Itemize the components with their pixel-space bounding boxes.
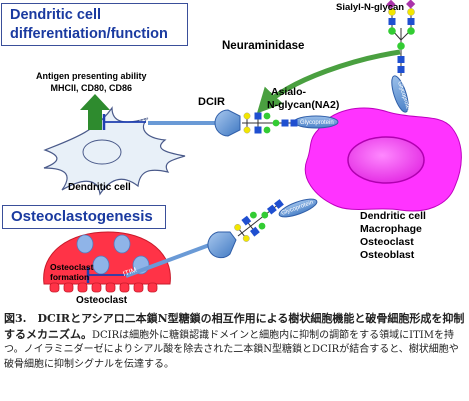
target-cell-item: Osteoblast <box>360 249 415 261</box>
antigen-ability-label: Antigen presenting ability MHCII, CD80, … <box>36 70 147 94</box>
dendritic-cell-label: Dendritic cell <box>68 182 131 193</box>
caption-head: 図3. DCIRとアシアロ二本鎖N型糖鎖の相互作用による樹状細胞機能と破骨細胞形… <box>4 312 465 341</box>
title-osteoclastogenesis: Osteoclastogenesis <box>2 205 166 229</box>
title-dc-function: Dendritic cell differentiation/function <box>1 3 188 46</box>
antigen-line2: MHCII, CD80, CD86 <box>50 83 133 93</box>
sialyl-glycan-tree <box>386 0 416 76</box>
target-cell-nucleus <box>347 136 425 184</box>
dcir-receptor-top <box>214 109 241 137</box>
target-cell-item: Macrophage <box>360 223 422 235</box>
up-arrow-icon <box>80 94 110 130</box>
dcir-receptor-bottom <box>207 231 237 259</box>
antigen-line1: Antigen presenting ability <box>36 71 147 81</box>
asialo-line2: N-glycan(NA2) <box>267 99 340 111</box>
osteoclast-label: Osteoclast <box>76 295 128 306</box>
sialyl-glycan-label: Sialyl-N-glycan <box>336 2 405 13</box>
osteoclast-inhibit-icon <box>86 267 130 283</box>
glycoprotein-mid-label: Glycoprotein <box>300 120 334 126</box>
dendritic-cell-nucleus <box>82 139 122 165</box>
oc-formation-label: Osteoclast formation <box>50 262 93 282</box>
caption-body: DCIRは細胞外に糖鎖認識ドメインと細胞内に抑制の調節をする領域にITIMを持つ… <box>4 329 459 370</box>
asialo-glycan-bottom <box>234 199 284 242</box>
neuraminidase-label: Neuraminidase <box>222 40 305 52</box>
osteoclast-feet <box>49 282 158 293</box>
asialo-label: Asialo- N-glycan(NA2) <box>267 86 339 112</box>
glycoprotein-top <box>391 75 409 113</box>
target-cell-item: Dendritic cell <box>360 210 426 222</box>
target-cell-item: Osteoclast <box>360 236 414 248</box>
figure-caption: 図3. DCIRとアシアロ二本鎖N型糖鎖の相互作用による樹状細胞機能と破骨細胞形… <box>4 312 466 372</box>
glycoprotein-bottom <box>278 198 318 218</box>
title-dc-function-line1: Dendritic cell <box>10 7 102 23</box>
oc-formation-line2: formation <box>50 272 90 282</box>
oc-formation-line1: Osteoclast <box>50 262 94 272</box>
target-cells-list: Dendritic cell Macrophage Osteoclast Ost… <box>360 210 426 262</box>
itim-top-label: ITIM <box>139 116 153 123</box>
neuraminidase-arrow <box>256 49 401 114</box>
diagram-canvas: Glycoprotein Glycoprotein Glycoprotein <box>43 0 462 293</box>
dcir-label: DCIR <box>198 96 225 108</box>
asialo-line1: Asialo- <box>271 86 307 98</box>
asialo-glycan-top <box>242 112 298 134</box>
title-dc-function-line2: differentiation/function <box>10 26 168 42</box>
inhibit-bar-icon <box>102 114 146 130</box>
